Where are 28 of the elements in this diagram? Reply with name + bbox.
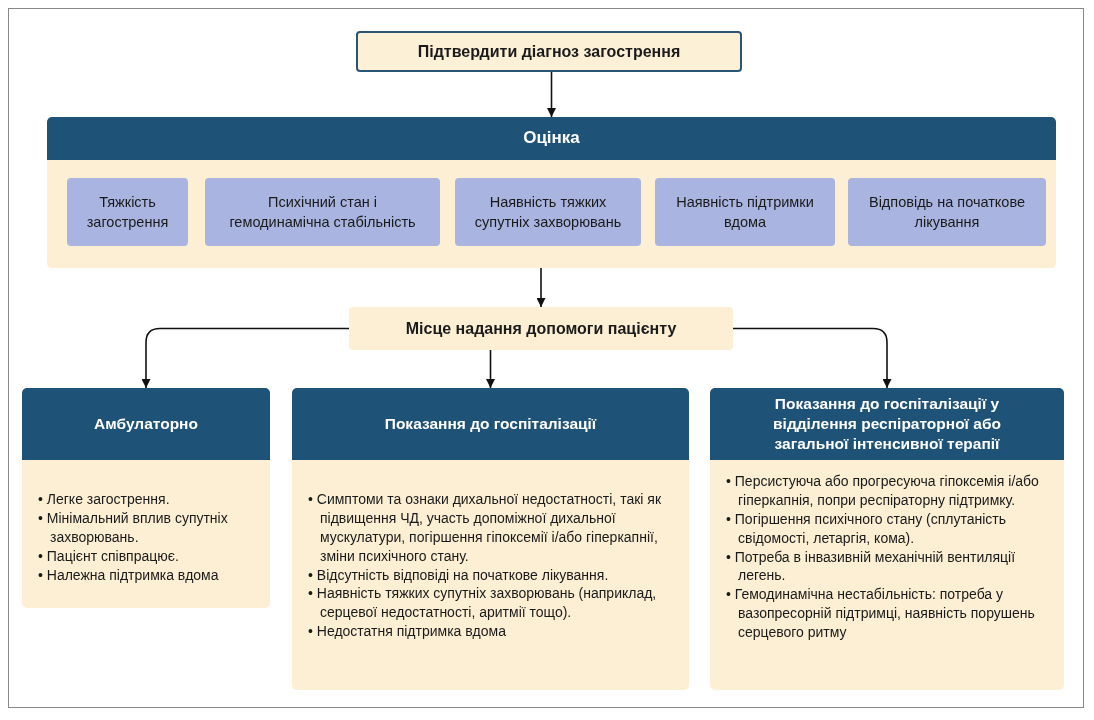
process-box: Місце надання допомоги пацієнту [349, 307, 733, 350]
list-item: • Персистуюча або прогресуюча гіпоксемія і/або гіперкапнія, попри респіраторну підтримку. [726, 472, 1040, 510]
arrow [732, 327, 892, 389]
section-header: Амбулаторно [22, 388, 270, 460]
section-header: Оцінка [47, 117, 1056, 160]
section-header: Показання до госпіталізації у відділення респіраторної або загальної інтенсивної терапії [710, 388, 1064, 460]
list-item: • Погіршення психічного стану (сплутаність свідомості, летаргія, кома). [726, 509, 1008, 548]
arrow [536, 267, 546, 308]
list-item: • Наявність тяжких супутніх захворювань (наприклад, серцевої недостатності, аритмії тощо). [308, 584, 658, 623]
list-item: • Мінімальний вплив супутніх захворювань. [38, 508, 229, 547]
section-header: Показання до госпіталізації [292, 388, 689, 460]
list-item: • Належна підтримка вдома [38, 565, 220, 585]
list-item: • Пацієнт співпрацює. [38, 546, 180, 566]
list-item: • Легке загострення. [38, 490, 171, 509]
criterion-box: Наявність тяжких супутніх захворювань [455, 178, 641, 246]
list-item: • Симптоми та ознаки дихальної недостатності, такі як підвищення ЧД, участь допоміжної дихальної мускулатури, погіршення гіпоксемії і/або гіперкапнії, зміни психічного стану. [308, 490, 662, 566]
arrow [486, 349, 495, 389]
criterion-box: Психічний стан і гемодинамічна стабільність [205, 178, 440, 246]
arrow [547, 71, 556, 118]
process-box: Підтвердити діагноз загострення [356, 31, 742, 72]
list-item: • Відсутність відповіді на початкове лікування. [308, 565, 610, 585]
criterion-box: Наявність підтримки вдома [655, 178, 835, 246]
arrow [141, 327, 350, 389]
list-item: • Недостатня підтримка вдома [308, 622, 507, 642]
criterion-box: Відповідь на початкове лікування [848, 178, 1046, 246]
list-item: • Гемодинамічна нестабільність: потреба у вазопресорній підтримці, наявність порушень серцевого ритму [726, 585, 1036, 642]
list-item: • Потреба в інвазивній механічній вентиляції легень. [726, 547, 1017, 586]
criterion-box: Тяжкість загострення [67, 178, 188, 246]
